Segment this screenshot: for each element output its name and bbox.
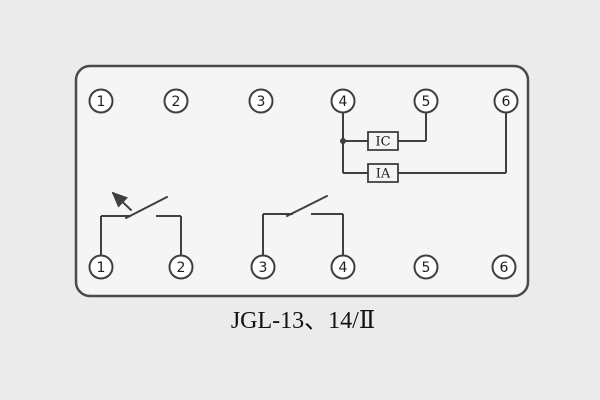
terminal-bottom-3: 3 [250, 254, 276, 280]
terminal-number: 5 [422, 94, 431, 110]
terminal-number: 3 [259, 260, 268, 276]
terminal-circle [491, 254, 517, 280]
terminal-top-2: 2 [163, 88, 189, 114]
terminal-top-1: 1 [88, 88, 114, 114]
terminal-top-6: 6 [493, 88, 519, 114]
terminal-circle [248, 88, 274, 114]
terminal-number: 6 [502, 94, 511, 110]
terminal-bottom-4: 4 [330, 254, 356, 280]
terminal-bottom-5: 5 [413, 254, 439, 280]
terminal-bottom-1: 1 [88, 254, 114, 280]
terminal-bottom-2: 2 [168, 254, 194, 280]
terminal-number: 4 [339, 260, 348, 276]
terminal-top-4: 4 [330, 88, 356, 114]
terminal-number: 1 [97, 260, 106, 276]
terminal-number: 2 [177, 260, 186, 276]
terminal-circle [163, 88, 189, 114]
terminal-circle [88, 88, 114, 114]
terminal-number: 4 [339, 94, 348, 110]
contact-terminals-1-2 [100, 191, 182, 256]
measuring-circuit: IC IA [340, 112, 507, 183]
terminal-number: 6 [500, 260, 509, 276]
component-label-ic: IC [375, 135, 390, 150]
terminal-number: 3 [257, 94, 266, 110]
contact-blade [125, 196, 168, 219]
terminal-number: 1 [97, 94, 106, 110]
diagram-caption: JGL-13、14/Ⅱ [231, 308, 375, 334]
terminal-circle [413, 254, 439, 280]
terminal-top-5: 5 [413, 88, 439, 114]
contact-terminals-3-4 [262, 195, 344, 256]
terminal-top-3: 3 [248, 88, 274, 114]
component-label-ia: IA [376, 167, 391, 182]
actuation-arrow-icon [111, 191, 132, 211]
contact-blade [286, 195, 328, 217]
terminal-bottom-6: 6 [491, 254, 517, 280]
relay-case-outline [74, 64, 530, 298]
terminal-number: 5 [422, 260, 431, 276]
terminal-number: 2 [172, 94, 181, 110]
